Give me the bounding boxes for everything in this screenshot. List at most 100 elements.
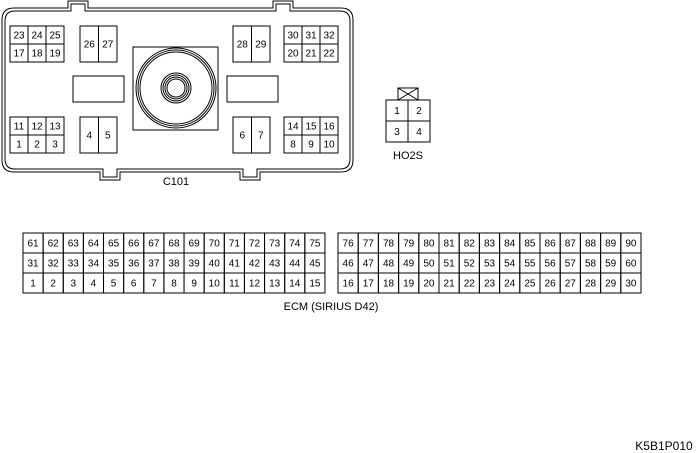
pin-number: 44	[289, 259, 301, 270]
pin-number: 35	[108, 259, 120, 270]
pin-number: 63	[68, 239, 80, 250]
pin-number: 45	[309, 259, 321, 270]
pin-cell	[620, 272, 642, 294]
pin-number: 29	[255, 40, 267, 51]
pin-number: 52	[464, 259, 476, 270]
pin-number: 29	[605, 279, 617, 290]
pin-number: 16	[323, 122, 335, 133]
pin-number: 42	[249, 259, 261, 270]
pin-number: 23	[13, 31, 25, 42]
pin-number: 46	[343, 259, 355, 270]
pin-number: 31	[28, 259, 40, 270]
pin-number: 24	[31, 31, 43, 42]
pin-number: 73	[269, 239, 281, 250]
pin-number: 90	[625, 239, 637, 250]
pin-number: 28	[237, 40, 249, 51]
pin-number: 2	[416, 106, 422, 117]
pin-number: 37	[148, 259, 160, 270]
pin-number: 21	[444, 279, 456, 290]
pin-number: 43	[269, 259, 281, 270]
pin-number: 60	[625, 259, 637, 270]
pin-number: 39	[189, 259, 201, 270]
pin-number: 13	[49, 122, 61, 133]
pin-number: 51	[444, 259, 456, 270]
pin-number: 2	[50, 279, 56, 290]
c101-guide-right	[226, 75, 279, 103]
pin-number: 30	[287, 31, 299, 42]
pin-number: 12	[249, 279, 261, 290]
pin-number: 76	[343, 239, 355, 250]
pin-number: 59	[605, 259, 617, 270]
pin-number: 1	[16, 140, 22, 151]
pin-number: 38	[168, 259, 180, 270]
pin-number: 11	[229, 279, 240, 290]
pin-number: 77	[363, 239, 375, 250]
pin-cell	[98, 116, 118, 154]
pin-number: 14	[289, 279, 301, 290]
pin-number: 7	[151, 279, 157, 290]
pin-cell	[251, 25, 271, 63]
pin-number: 50	[423, 259, 435, 270]
pin-number: 33	[68, 259, 80, 270]
pin-number: 81	[444, 239, 456, 250]
pin-number: 88	[585, 239, 597, 250]
pin-number: 26	[545, 279, 557, 290]
pin-number: 10	[209, 279, 221, 290]
pin-number: 9	[191, 279, 197, 290]
pin-number: 23	[484, 279, 496, 290]
pin-cell	[251, 116, 271, 154]
pin-number: 82	[464, 239, 476, 250]
pin-number: 71	[229, 239, 241, 250]
c101-housing	[1, 0, 354, 181]
pin-number: 5	[105, 131, 111, 142]
pin-number: 86	[545, 239, 557, 250]
c101-guide-left	[72, 75, 125, 103]
pin-number: 22	[464, 279, 476, 290]
pin-number: 1	[30, 279, 36, 290]
pin-cell	[45, 134, 65, 154]
pin-number: 57	[565, 259, 577, 270]
pin-number: 47	[363, 259, 375, 270]
pin-number: 5	[111, 279, 117, 290]
pin-number: 32	[323, 31, 335, 42]
pin-number: 89	[605, 239, 617, 250]
pin-cell	[319, 43, 339, 63]
pin-number: 11	[14, 122, 25, 133]
pin-cell	[98, 25, 118, 63]
pin-number: 70	[209, 239, 221, 250]
pin-number: 13	[269, 279, 281, 290]
pin-number: 74	[289, 239, 301, 250]
figure-code: K5B1P010	[635, 439, 693, 453]
pin-number: 32	[48, 259, 60, 270]
pin-number: 68	[168, 239, 180, 250]
pin-number: 40	[209, 259, 221, 270]
pin-number: 17	[13, 49, 25, 60]
pin-number: 49	[403, 259, 415, 270]
pin-number: 6	[131, 279, 137, 290]
pin-number: 80	[423, 239, 435, 250]
pin-number: 4	[416, 127, 422, 138]
c101-block-28-29: 28 29	[232, 25, 271, 63]
pin-number: 36	[128, 259, 140, 270]
pin-number: 62	[48, 239, 60, 250]
pin-number: 1	[394, 106, 400, 117]
ho2s-lock	[397, 87, 419, 101]
pin-number: 31	[305, 31, 317, 42]
pin-number: 22	[323, 49, 335, 60]
pin-number: 2	[34, 140, 40, 151]
pin-number: 30	[625, 279, 637, 290]
pin-number: 27	[565, 279, 577, 290]
pin-number: 27	[102, 40, 114, 51]
pin-number: 84	[504, 239, 516, 250]
pin-number: 25	[524, 279, 536, 290]
pin-number: 3	[52, 140, 58, 151]
pin-number: 67	[148, 239, 160, 250]
pin-number: 15	[305, 122, 317, 133]
pin-number: 64	[88, 239, 100, 250]
pin-number: 83	[484, 239, 496, 250]
